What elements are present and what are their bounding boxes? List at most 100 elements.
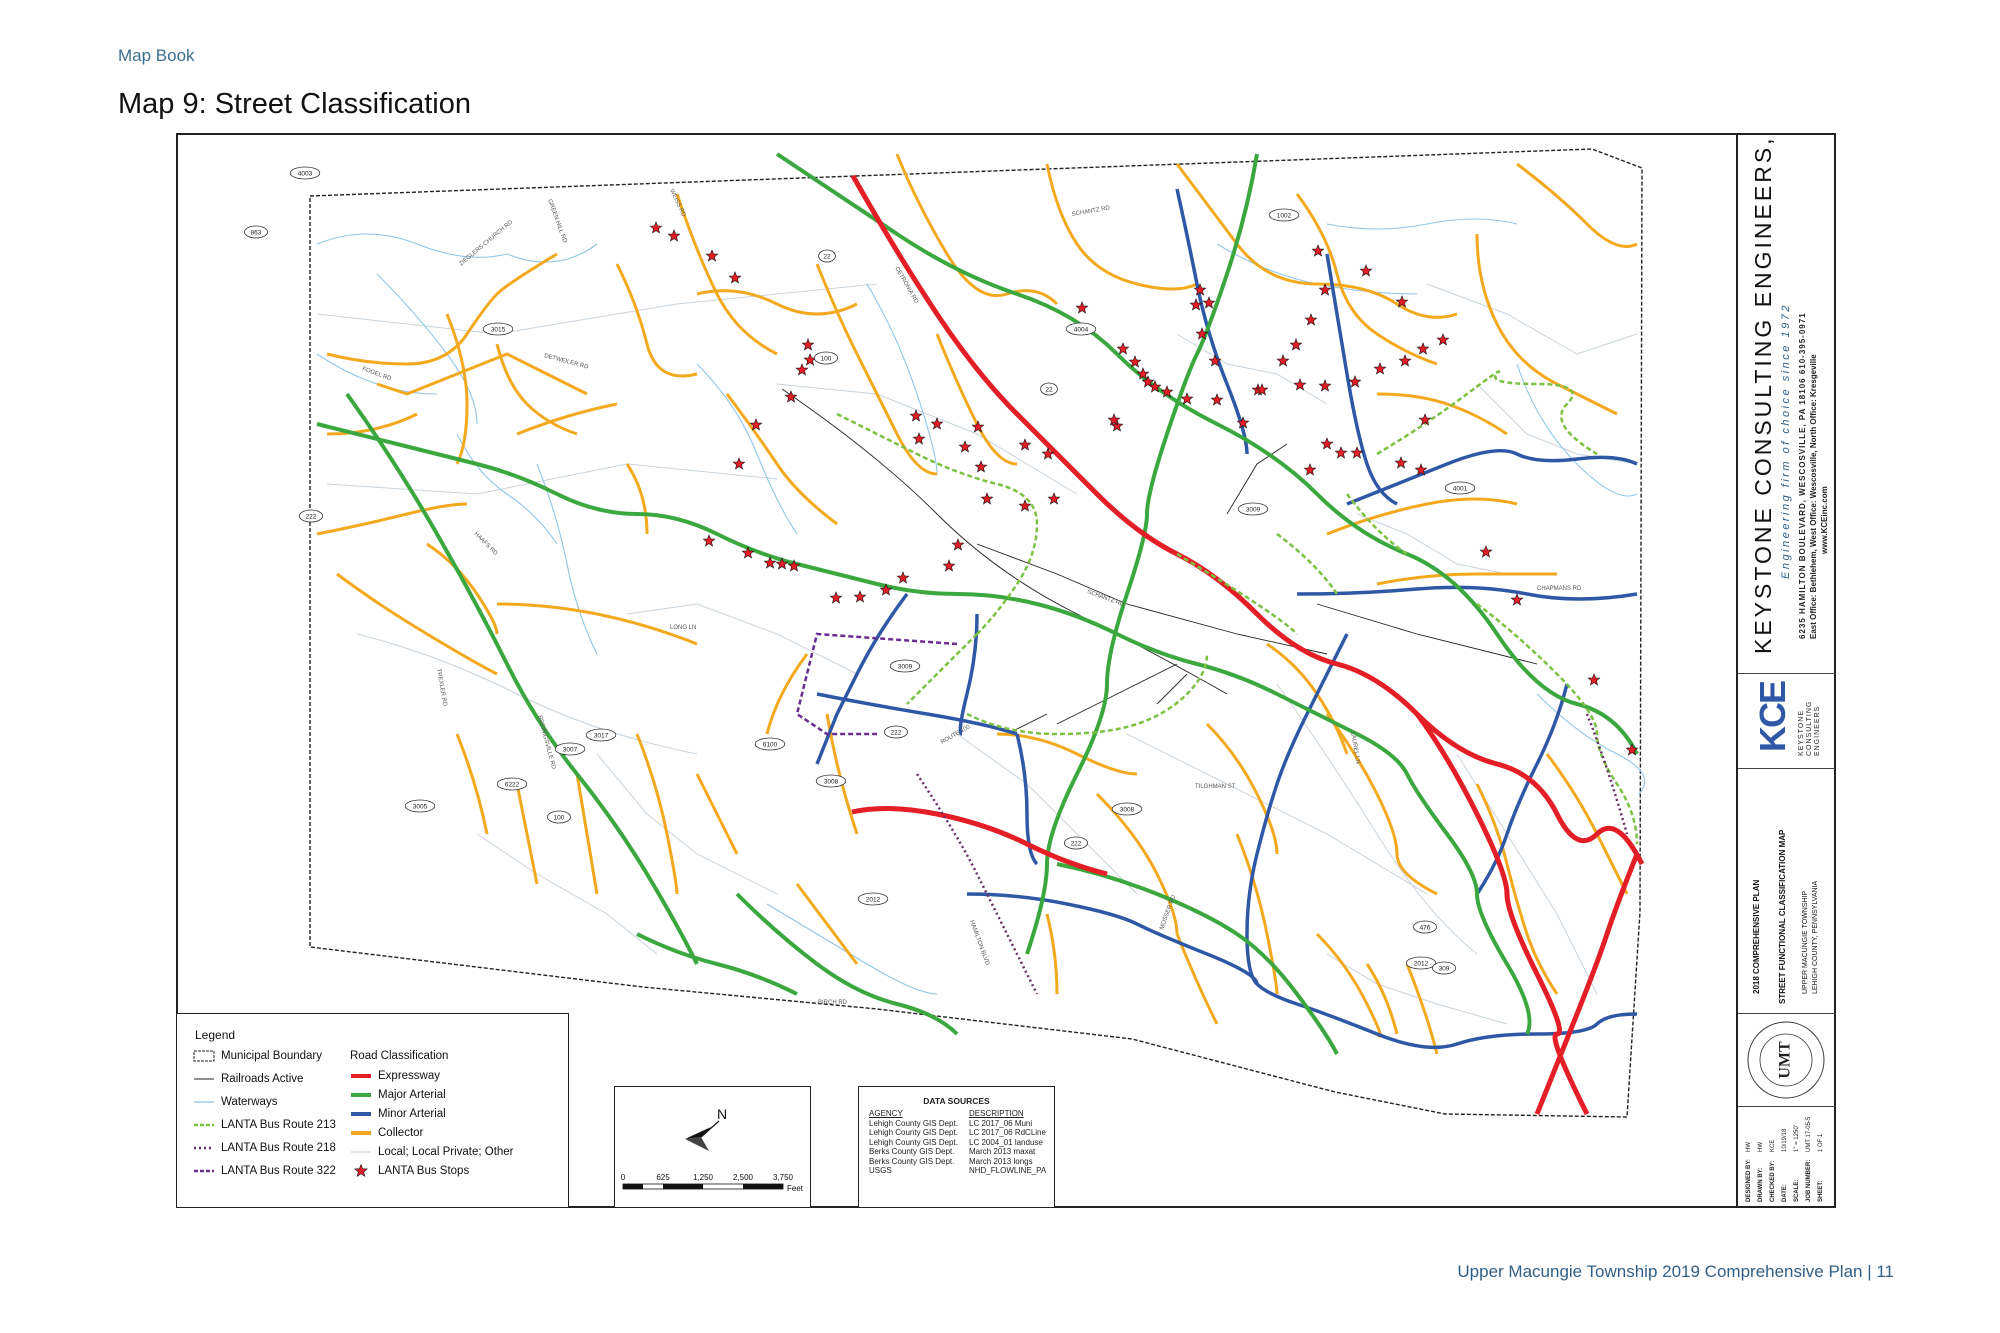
bus-stop-icon	[1193, 283, 1207, 296]
route-shield-label: 863	[251, 229, 262, 236]
bus-stop-icon	[1418, 413, 1432, 426]
legend-label: Collector	[378, 1127, 424, 1139]
road-label: LONG LN	[670, 625, 696, 631]
data-source-cell: DESCRIPTION	[969, 1109, 1024, 1118]
seal-text: UMT	[1777, 1041, 1794, 1079]
data-source-cell: March 2013 longs	[969, 1156, 1033, 1166]
legend-symbol-icon	[193, 1141, 215, 1155]
route-shields: 2228634003301530141004004400210024004221…	[177, 166, 1476, 975]
bus-stop-icon	[787, 559, 801, 572]
street-classification-map[interactable]: 2228634003301530141004004400210024004221…	[177, 134, 1735, 1206]
bus-stop-icon	[896, 571, 910, 584]
bus-stop-icon	[879, 583, 893, 596]
bus-stop-icon	[1141, 375, 1155, 388]
legend-item: LANTA Bus Stops	[350, 1163, 469, 1179]
bus-stop-icon	[1395, 295, 1409, 308]
route-shield-icon	[884, 725, 909, 739]
route-shield-label: 3009	[898, 663, 913, 670]
bus-stop-icon	[1208, 354, 1222, 367]
route-shield-icon	[1268, 208, 1300, 222]
bus-stop-icon	[980, 492, 994, 505]
bus-stop-icon	[728, 271, 742, 284]
bus-stop-icon	[1318, 283, 1332, 296]
bus-route-322	[795, 632, 958, 736]
bus-stop-icon	[1479, 545, 1493, 558]
legend-symbol-icon	[193, 1164, 215, 1178]
info-value: KCE	[1770, 1139, 1776, 1152]
info-label: SHEET:	[1818, 1180, 1824, 1202]
legend-label: Major Arterial	[378, 1089, 446, 1101]
section-label: Map Book	[118, 46, 195, 65]
route-shield-label: 6100	[763, 741, 778, 748]
route-shield-icon	[1432, 961, 1457, 975]
route-shield-icon	[244, 225, 269, 239]
route-shield-icon	[814, 351, 839, 365]
route-shield-icon	[496, 777, 528, 791]
bus-stop-icon	[974, 460, 988, 473]
route-shield-label: 222	[891, 729, 902, 736]
legend-label: LANTA Bus Route 213	[221, 1119, 336, 1131]
legend-swatch-icon	[350, 1088, 372, 1102]
township-seal-icon: UMT	[1747, 1021, 1825, 1099]
info-label: DRAWN BY:	[1758, 1167, 1764, 1202]
info-value: 10/19/18	[1782, 1128, 1788, 1152]
bus-stop-icon	[1373, 362, 1387, 375]
bus-stop-icon	[1350, 446, 1364, 459]
bus-stop-icon	[958, 440, 972, 453]
info-value: UMT 17-05-5	[1806, 1116, 1812, 1152]
legend-road-heading: Road Classification	[350, 1050, 449, 1062]
route-shield-icon	[585, 728, 617, 742]
bus-stop-icon	[1148, 380, 1162, 393]
road-label: TILGHMAN ST	[1195, 784, 1236, 790]
route-shield-label: 3007	[563, 746, 578, 753]
route-shield-label: 2012	[1414, 960, 1429, 967]
legend-label: Local; Local Private; Other	[378, 1146, 514, 1158]
route-shield-label: 100	[554, 814, 565, 821]
info-value: 1" = 1250'	[1794, 1125, 1800, 1152]
route-shield-icon	[299, 509, 324, 523]
legend-symbol-icon	[193, 1072, 215, 1086]
road-label: LAUREL LN	[1349, 731, 1361, 764]
bus-stop-icon	[1289, 338, 1303, 351]
scale-tick-label: 1,250	[693, 1173, 714, 1182]
route-shield-icon	[1111, 802, 1143, 816]
legend-item: Collector	[350, 1125, 423, 1141]
bus-stop-icon	[1320, 437, 1334, 450]
route-shield-label: 3015	[491, 326, 506, 333]
bus-stop-icon	[971, 420, 985, 433]
bus-stop-icon	[1436, 333, 1450, 346]
bus-stop-icon	[1180, 392, 1194, 405]
bus-stop-icon	[942, 559, 956, 572]
route-shield-label: 22	[1045, 386, 1053, 393]
route-shield-icon	[857, 892, 889, 906]
data-source-cell: Berks County GIS Dept.	[869, 1156, 955, 1166]
data-source-cell: LC 2017_06 RdCLine	[969, 1128, 1046, 1137]
bus-stop-icon	[795, 363, 809, 376]
legend-label: LANTA Bus Route 218	[221, 1142, 336, 1154]
route-shield-label: 3008	[1120, 806, 1135, 813]
legend-item: LANTA Bus Route 218	[193, 1140, 336, 1156]
legend-swatch-icon	[350, 1126, 372, 1140]
route-shield-label: 4004	[1074, 326, 1089, 333]
route-shield-icon	[889, 659, 921, 673]
data-source-cell: LC 2004_01 landuse	[969, 1137, 1043, 1147]
bus-stop-icon	[775, 557, 789, 570]
title-block: KEYSTONE CONSULTING ENGINEERS, INC. Engi…	[1736, 134, 1835, 1207]
bus-stop-icon	[1018, 499, 1032, 512]
info-value: HW	[1746, 1142, 1752, 1152]
bus-stop-icon	[912, 432, 926, 445]
bus-stop-icon	[1510, 593, 1524, 606]
bus-stop-icon	[705, 249, 719, 262]
route-shield-icon	[1064, 836, 1089, 850]
bus-stop-icon	[1075, 301, 1089, 314]
legend-swatch-icon	[350, 1069, 372, 1083]
legend-item: LANTA Bus Route 213	[193, 1117, 336, 1133]
bus-stop-icon	[1047, 492, 1061, 505]
bus-stop-icon	[930, 417, 944, 430]
map-frame	[176, 133, 1836, 1208]
info-value: 1 OF 1	[1818, 1133, 1824, 1152]
route-shield-icon	[1237, 502, 1269, 516]
